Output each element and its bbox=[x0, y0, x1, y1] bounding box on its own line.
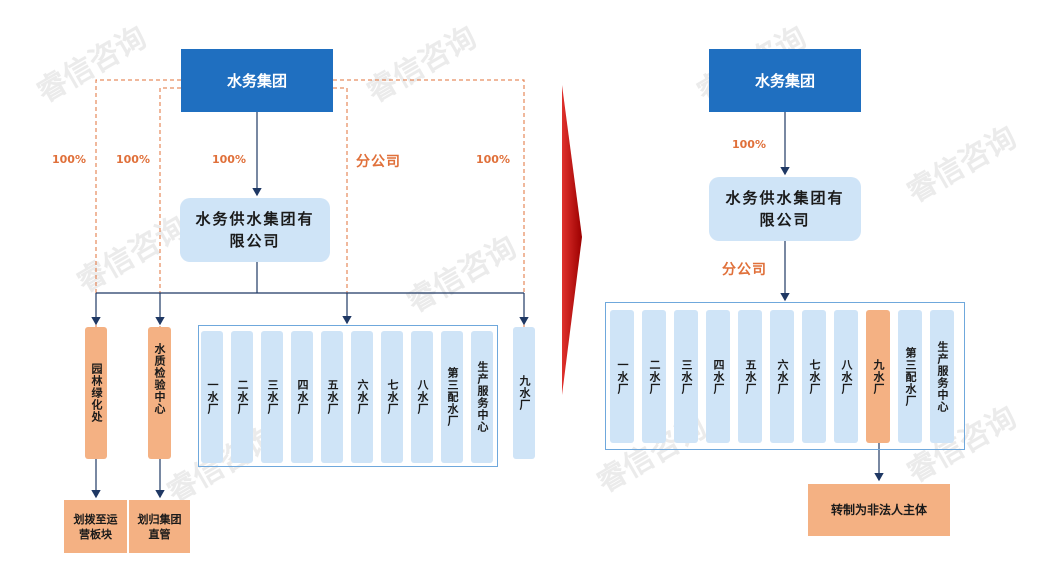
left-plant-4-label: 四水厂 bbox=[296, 379, 309, 415]
left-plant-8: 八水厂 bbox=[411, 331, 433, 463]
left-plant-6: 六水厂 bbox=[351, 331, 373, 463]
left-plant-6-label: 六水厂 bbox=[356, 379, 369, 415]
left-plant-1: 一水厂 bbox=[201, 331, 223, 463]
result-box: 转制为非法人主体 bbox=[808, 484, 950, 536]
left-nine-label: 九水厂 bbox=[518, 375, 531, 411]
left-plant-1-label: 一水厂 bbox=[206, 379, 219, 415]
right-group-box: 水务集团 bbox=[709, 49, 861, 112]
right-plant-10-label: 第三配水厂 bbox=[904, 346, 917, 407]
left-plant-10-label: 生产服务中心 bbox=[476, 361, 489, 433]
left-nine-plant: 九水厂 bbox=[513, 327, 535, 459]
pct-label: 100% bbox=[116, 153, 150, 166]
right-plant-10: 第三配水厂 bbox=[898, 310, 922, 443]
result-label: 转制为非法人主体 bbox=[830, 502, 927, 517]
left-plant-10: 生产服务中心 bbox=[471, 331, 493, 463]
right-plant-3: 三水厂 bbox=[674, 310, 698, 443]
left-plant-9: 第三配水厂 bbox=[441, 331, 463, 463]
branch-label: 分公司 bbox=[722, 262, 767, 278]
left-company-label: 水务供水集团有限公司 bbox=[195, 210, 315, 250]
right-plant-7-label: 七水厂 bbox=[808, 358, 821, 395]
pct-label: 100% bbox=[52, 153, 86, 166]
left-plant-7-label: 七水厂 bbox=[386, 379, 399, 415]
right-plant-5-label: 五水厂 bbox=[744, 358, 757, 395]
pct-label: 100% bbox=[476, 153, 510, 166]
left-plant-2-label: 二水厂 bbox=[236, 379, 249, 415]
left-plant-4: 四水厂 bbox=[291, 331, 313, 463]
right-group-label: 水务集团 bbox=[754, 72, 815, 90]
out1-label: 划拨至运营板块 bbox=[73, 512, 118, 541]
left-plants-frame bbox=[198, 325, 498, 467]
right-plant-8: 八水厂 bbox=[834, 310, 858, 443]
left-company-box: 水务供水集团有限公司 bbox=[180, 198, 330, 262]
right-plant-3-label: 三水厂 bbox=[680, 358, 693, 395]
left-group-box: 水务集团 bbox=[181, 49, 333, 112]
right-plant-5: 五水厂 bbox=[738, 310, 762, 443]
shuizhi-box: 水质检验中心 bbox=[148, 327, 171, 459]
yuanlin-label: 园林绿化处 bbox=[90, 363, 103, 423]
right-company-box: 水务供水集团有限公司 bbox=[709, 177, 861, 241]
left-plant-5: 五水厂 bbox=[321, 331, 343, 463]
yuanlin-box: 园林绿化处 bbox=[85, 327, 107, 459]
right-plant-9: 九水厂 bbox=[866, 310, 890, 443]
right-plant-6-label: 六水厂 bbox=[776, 358, 789, 395]
pct-label: 100% bbox=[732, 138, 766, 151]
left-plant-2: 二水厂 bbox=[231, 331, 253, 463]
right-plant-2-label: 二水厂 bbox=[648, 358, 661, 395]
branch-label: 分公司 bbox=[356, 154, 401, 170]
left-plant-5-label: 五水厂 bbox=[326, 379, 339, 415]
left-plant-9-label: 第三配水厂 bbox=[446, 367, 459, 427]
shuizhi-label: 水质检验中心 bbox=[153, 343, 166, 415]
right-plant-6: 六水厂 bbox=[770, 310, 794, 443]
left-plant-8-label: 八水厂 bbox=[416, 379, 429, 415]
right-plant-9-label: 九水厂 bbox=[872, 358, 885, 395]
right-plants-frame bbox=[605, 302, 965, 450]
right-plant-4-label: 四水厂 bbox=[712, 358, 725, 395]
left-plant-3: 三水厂 bbox=[261, 331, 283, 463]
out2-box: 划归集团直管 bbox=[129, 500, 190, 553]
right-plant-11: 生产服务中心 bbox=[930, 310, 954, 443]
right-plant-2: 二水厂 bbox=[642, 310, 666, 443]
right-plant-8-label: 八水厂 bbox=[840, 358, 853, 395]
pct-label: 100% bbox=[212, 153, 246, 166]
right-plant-7: 七水厂 bbox=[802, 310, 826, 443]
right-plant-1: 一水厂 bbox=[610, 310, 634, 443]
right-plant-4: 四水厂 bbox=[706, 310, 730, 443]
right-plant-11-label: 生产服务中心 bbox=[936, 340, 949, 413]
right-company-label: 水务供水集团有限公司 bbox=[725, 189, 845, 229]
out2-label: 划归集团直管 bbox=[137, 512, 182, 541]
right-plant-1-label: 一水厂 bbox=[616, 358, 629, 395]
out1-box: 划拨至运营板块 bbox=[64, 500, 127, 553]
left-plant-7: 七水厂 bbox=[381, 331, 403, 463]
left-group-label: 水务集团 bbox=[226, 72, 287, 90]
left-plant-3-label: 三水厂 bbox=[266, 379, 279, 415]
